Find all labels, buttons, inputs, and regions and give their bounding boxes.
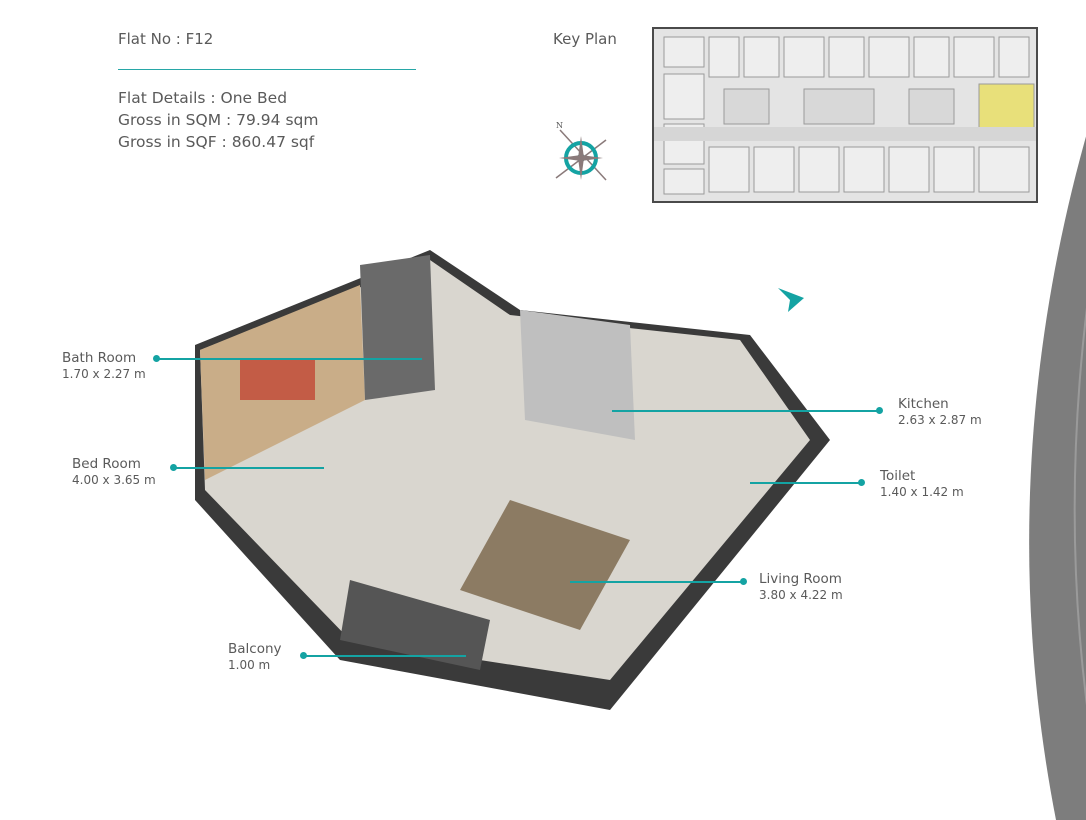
leader-dot — [170, 464, 177, 471]
leader-dot — [876, 407, 883, 414]
leader-dot — [300, 652, 307, 659]
room-size: 1.40 x 1.42 m — [880, 485, 964, 499]
room-label-living-room: Living Room 3.80 x 4.22 m — [759, 571, 843, 603]
leader-line — [612, 410, 878, 412]
svg-text:N: N — [556, 121, 563, 130]
leader-line — [570, 581, 742, 583]
room-name: Balcony — [228, 641, 282, 657]
flat-type: Flat Details : One Bed — [118, 89, 288, 107]
key-plan-title: Key Plan — [553, 30, 617, 48]
room-name: Bed Room — [72, 456, 141, 472]
room-label-toilet: Toilet 1.40 x 1.42 m — [880, 468, 964, 500]
divider — [118, 69, 416, 70]
room-name: Living Room — [759, 571, 842, 587]
compass-icon: N — [555, 121, 607, 181]
room-size: 1.00 m — [228, 658, 271, 672]
room-size: 4.00 x 3.65 m — [72, 473, 156, 487]
leader-line — [750, 482, 860, 484]
flat-number: Flat No : F12 — [118, 30, 214, 48]
leader-dot — [153, 355, 160, 362]
decorative-swoosh — [1029, 136, 1086, 820]
leader-line — [174, 467, 324, 469]
room-label-balcony: Balcony 1.00 m — [228, 641, 282, 673]
room-label-kitchen: Kitchen 2.63 x 2.87 m — [898, 396, 982, 428]
leader-dot — [858, 479, 865, 486]
room-name: Toilet — [880, 468, 916, 484]
leader-dot — [740, 578, 747, 585]
room-size: 3.80 x 4.22 m — [759, 588, 843, 602]
room-size: 2.63 x 2.87 m — [898, 413, 982, 427]
room-name: Bath Room — [62, 350, 137, 366]
room-label-bedroom: Bed Room 4.00 x 3.65 m — [72, 456, 156, 488]
leader-line — [157, 358, 422, 360]
room-label-bathroom: Bath Room 1.70 x 2.27 m — [62, 350, 146, 382]
floor-plan-3d-render — [195, 250, 830, 710]
entrance-arrow-icon — [778, 288, 804, 312]
gross-sqf: Gross in SQF : 860.47 sqf — [118, 133, 315, 151]
room-name: Kitchen — [898, 396, 949, 412]
gross-sqm: Gross in SQM : 79.94 sqm — [118, 111, 319, 129]
room-size: 1.70 x 2.27 m — [62, 367, 146, 381]
floor-plan-graphic — [654, 29, 1036, 201]
flat-details: Flat Details : One Bed Gross in SQM : 79… — [118, 87, 318, 153]
key-plan-image — [652, 27, 1038, 203]
leader-line — [304, 655, 466, 657]
